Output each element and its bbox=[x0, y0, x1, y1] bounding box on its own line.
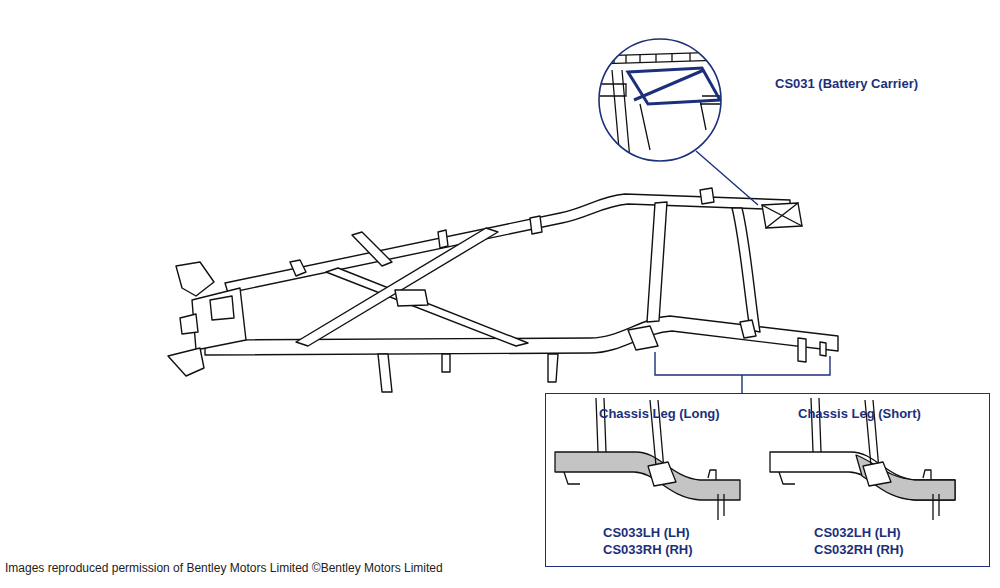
part-number: CS032RH (RH) bbox=[814, 542, 904, 558]
panel-heading: Chassis Leg (Short) bbox=[798, 406, 921, 422]
part-number: CS033LH (LH) bbox=[603, 525, 690, 541]
callout-circle: CS031 (Battery Carrier) bbox=[598, 38, 722, 162]
part-label: CS031 (Battery Carrier) bbox=[775, 76, 918, 92]
part-number: CS032LH (LH) bbox=[814, 525, 901, 541]
callout-circle-outline bbox=[598, 38, 722, 162]
copyright-caption: Images reproduced permission of Bentley … bbox=[5, 561, 443, 576]
part-number: CS033RH (RH) bbox=[603, 542, 693, 558]
panel-heading: Chassis Leg (Long) bbox=[599, 406, 720, 422]
detail-panel: Chassis Leg (Long) CS033LH (LH)CS033RH (R… bbox=[545, 393, 990, 567]
